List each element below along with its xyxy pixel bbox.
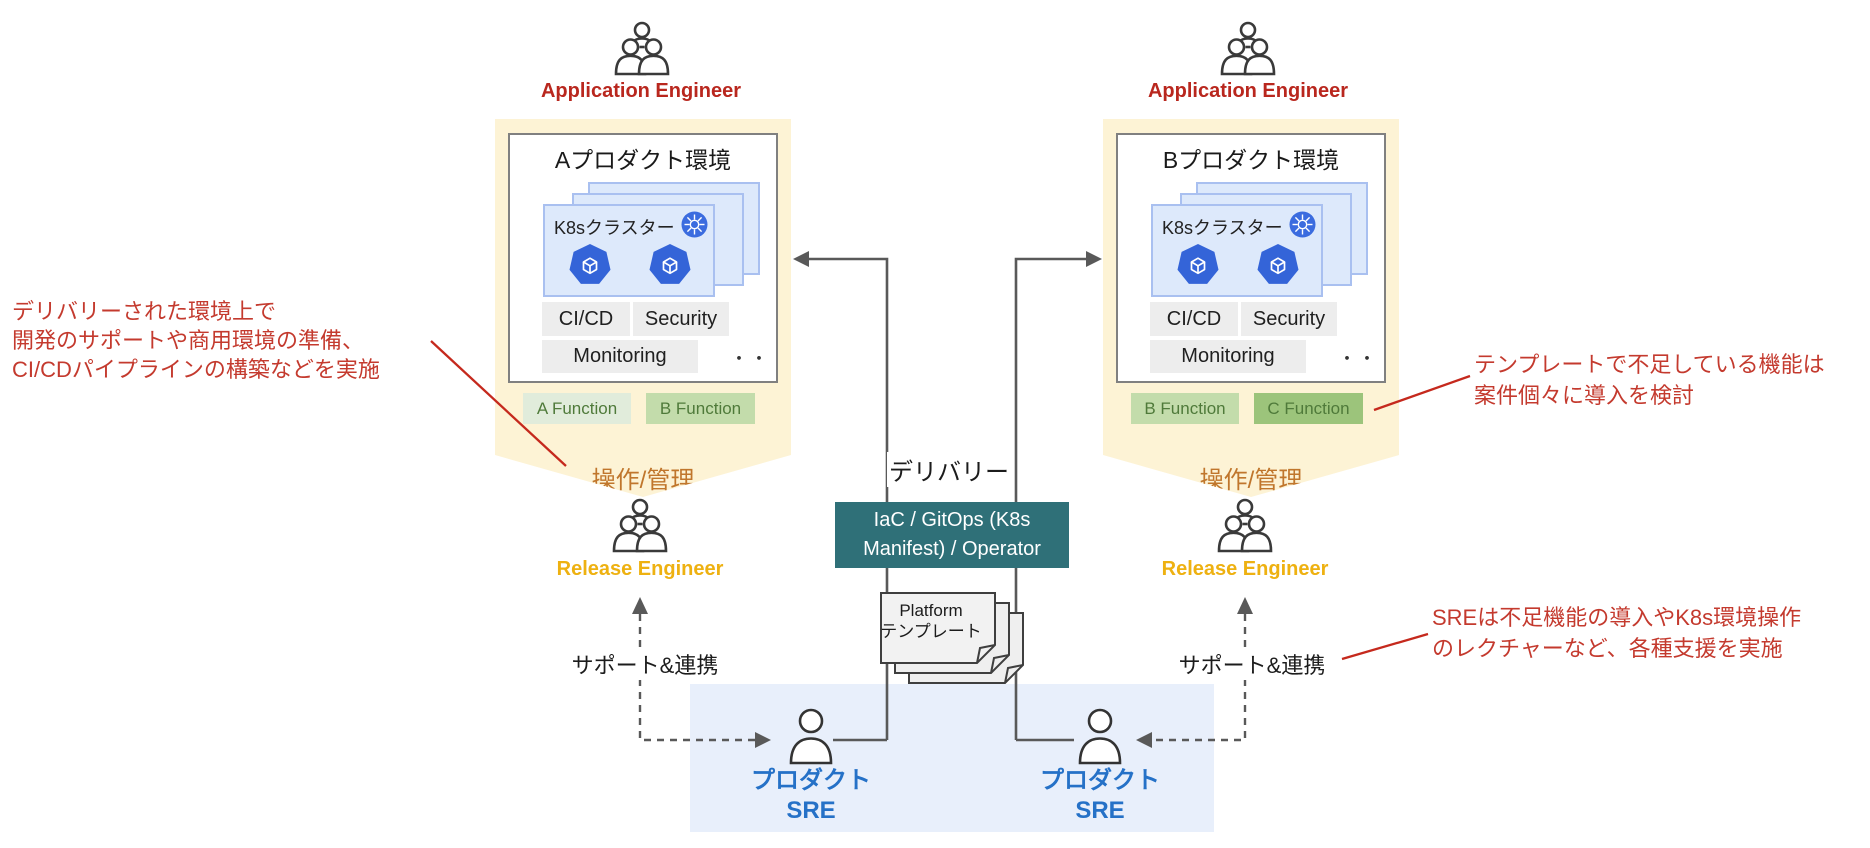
env-a-cicd-pill: CI/CD [542,302,630,336]
env-a-title: Aプロダクト環境 [554,147,732,173]
release-engineer-group-icon-right [1217,498,1273,553]
application-engineer-label-right: Application Engineer [1147,80,1349,102]
env-b-cluster-label: K8sクラスター [1162,218,1283,238]
env-a-security-pill: Security [633,302,729,336]
env-a-monitoring-pill: Monitoring [542,340,698,373]
arrowhead-to-release-left [632,597,648,614]
kubernetes-icon [1289,211,1316,238]
delivery-line-left [808,257,889,742]
annotation-left: デリバリーされた環境上で 開発のサポートや商用環境の準備、 CI/CDパイプライ… [12,299,380,382]
env-b-function-tag-1: B Function [1131,393,1239,424]
sre-label-right: プロダクト SRE [1040,767,1160,824]
support-label-left: サポート&連携 [568,648,722,680]
env-b-more-dots: ・・ [1338,349,1378,369]
env-b-cluster-card: K8sクラスター [1151,204,1323,297]
arrowhead-to-sre-right [1136,732,1152,748]
release-engineer-group-icon-left [612,498,668,553]
delivery-method-box: IaC / GitOps (K8s Manifest) / Operator [835,502,1069,568]
env-a-box: Aプロダクト環境 K8sクラスター [508,133,778,383]
pod-icon [1257,244,1299,284]
platform-template-paper: Platform テンプレート [880,592,996,664]
release-engineer-label-left: Release Engineer [556,558,724,580]
arrowhead-to-release-right [1237,597,1253,614]
delivery-label: デリバリー [887,452,1011,487]
sre-person-icon-left [789,708,833,765]
env-b-container: Bプロダクト環境 K8sクラスター [1103,119,1399,497]
application-engineer-group-icon-left [614,21,670,76]
env-a-function-tag-1: A Function [523,393,631,424]
annotation-right-bottom: SREは不足機能の導入やK8s環境操作 のレクチャーなど、各種支援を実施 [1432,605,1802,661]
env-a-function-tag-2: B Function [646,393,755,424]
sre-person-icon-right [1078,708,1122,765]
kubernetes-icon [681,211,708,238]
env-b-cicd-pill: CI/CD [1150,302,1238,336]
env-b-security-pill: Security [1241,302,1337,336]
env-a-cluster-card: K8sクラスター [543,204,715,297]
delivery-line-right [1014,257,1087,742]
sre-area-box [690,684,1214,832]
arrowhead-into-env-b [1086,251,1102,267]
env-a-container: Aプロダクト環境 K8sクラスター [495,119,791,497]
env-a-more-dots: ・・ [730,349,770,369]
env-b-function-tag-2: C Function [1254,393,1363,424]
env-b-title: Bプロダクト環境 [1162,147,1340,173]
application-engineer-label-left: Application Engineer [540,80,742,102]
annotation-right-top: テンプレートで不足している機能は 案件個々に導入を検討 [1474,352,1825,408]
release-engineer-label-right: Release Engineer [1161,558,1329,580]
sre-label-left: プロダクト SRE [751,767,871,824]
arrowhead-to-sre-left [755,732,771,748]
env-a-cluster-label: K8sクラスター [554,218,675,238]
pod-icon [569,244,611,284]
arrowhead-into-env-a [793,251,809,267]
support-label-right: サポート&連携 [1175,648,1329,680]
application-engineer-group-icon-right [1220,21,1276,76]
platform-template-label: Platform テンプレート [880,601,982,641]
pod-icon [649,244,691,284]
pod-icon [1177,244,1219,284]
env-b-monitoring-pill: Monitoring [1150,340,1306,373]
